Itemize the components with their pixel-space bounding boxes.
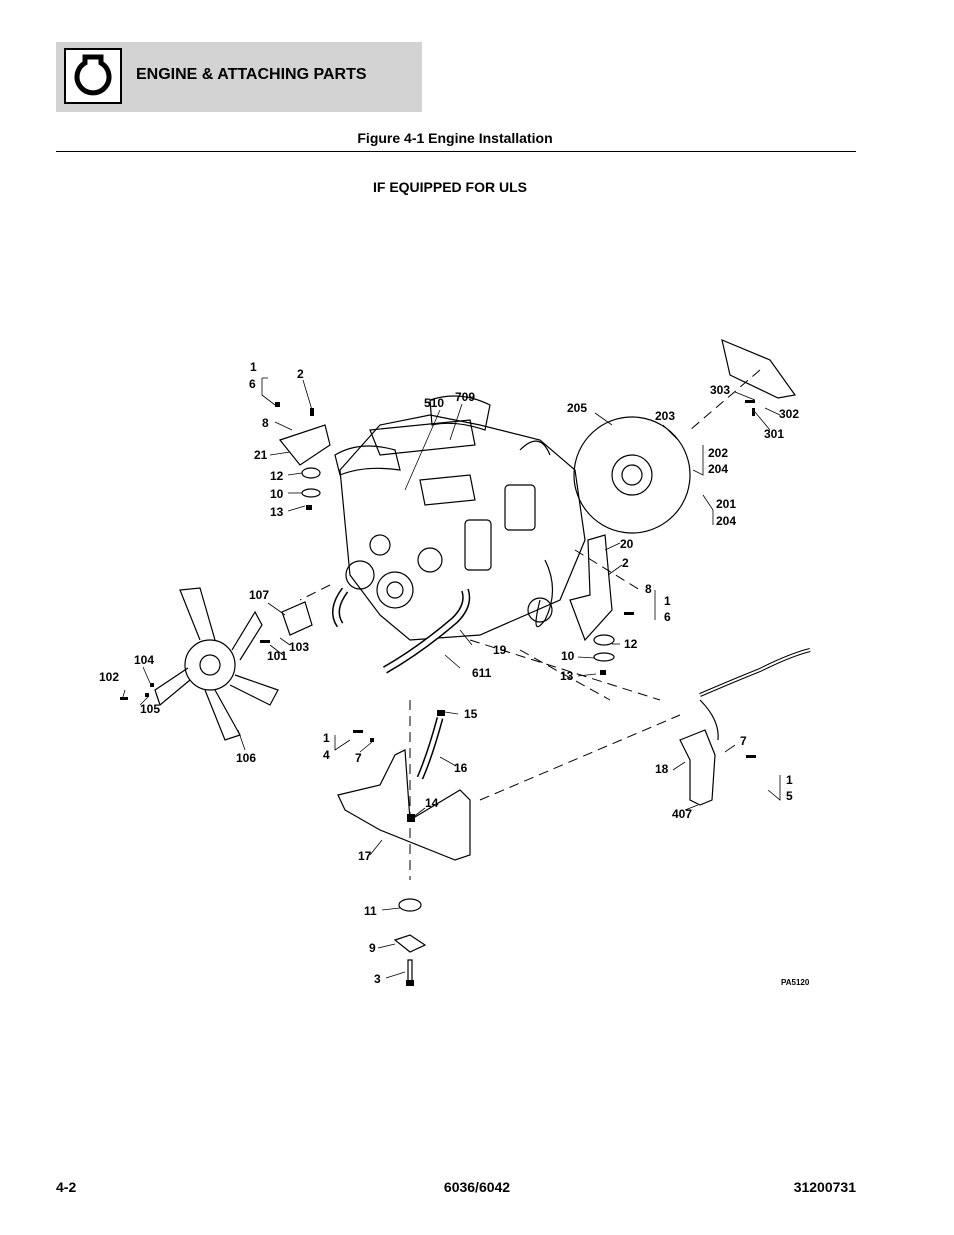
callout-106: 106: [236, 751, 256, 765]
callout-301: 301: [764, 427, 784, 441]
mount-11: [398, 898, 422, 912]
plate-9: [393, 934, 427, 953]
callout-611: 611: [472, 666, 492, 680]
callout-20: 20: [620, 537, 634, 551]
callout-104: 104: [134, 653, 154, 667]
callout-15: 15: [464, 707, 478, 721]
crossmember-17: [337, 749, 471, 861]
model-number: 6036/6042: [443, 1179, 511, 1195]
callout-13b: 13: [560, 669, 574, 683]
section-title: ENGINE & ATTACHING PARTS: [136, 66, 367, 83]
callout-6: 6: [249, 377, 256, 391]
callout-10: 10: [270, 487, 284, 501]
callout-8b: 8: [645, 582, 652, 596]
callout-2b: 2: [622, 556, 629, 570]
page-number: 4-2: [56, 1179, 77, 1195]
callout-302: 302: [779, 407, 799, 421]
callout-1b: 1: [664, 594, 671, 608]
callout-11: 11: [364, 904, 377, 918]
callout-303: 303: [710, 383, 730, 397]
callout-21: 21: [254, 448, 268, 462]
callout-16: 16: [454, 761, 468, 775]
callout-204b: 204: [716, 514, 736, 528]
upper-bracket: [721, 338, 797, 399]
left-mount-bracket: [278, 424, 331, 466]
callout-107: 107: [249, 588, 269, 602]
callout-205: 205: [567, 401, 587, 415]
callout-407: 407: [672, 807, 692, 821]
flywheel: [573, 416, 691, 534]
callout-201: 201: [716, 497, 736, 511]
callout-1: 1: [250, 360, 257, 374]
callout-12: 12: [270, 469, 284, 483]
drawing-code: PA5120: [781, 978, 810, 987]
callout-13: 13: [270, 505, 284, 519]
right-mount-bracket: [569, 534, 613, 642]
callout-7b: 7: [740, 734, 747, 748]
callout-2: 2: [297, 367, 304, 381]
fuel-filter: [679, 729, 716, 806]
callout-101: 101: [267, 649, 287, 663]
callout-18: 18: [655, 762, 669, 776]
callout-1d: 1: [786, 773, 793, 787]
fan-hub: [184, 639, 236, 691]
callout-10b: 10: [561, 649, 575, 663]
callout-202: 202: [708, 446, 728, 460]
callout-14: 14: [425, 796, 439, 810]
callout-105: 105: [140, 702, 160, 716]
callout-103: 103: [289, 640, 309, 654]
callout-5: 5: [786, 789, 793, 803]
callout-12b: 12: [624, 637, 638, 651]
callout-102: 102: [99, 670, 119, 684]
callout-3: 3: [374, 972, 381, 986]
callout-204a: 204: [708, 462, 728, 476]
callout-6b: 6: [664, 610, 671, 624]
callout-8: 8: [262, 416, 269, 430]
callout-203: 203: [655, 409, 675, 423]
header-rule: [56, 151, 856, 152]
engine-block: [339, 414, 586, 641]
figure-subtitle: IF EQUIPPED FOR ULS: [372, 179, 527, 195]
figure-title: Figure 4-1 Engine Installation: [357, 130, 553, 146]
callout-709: 709: [455, 390, 475, 404]
fan-blades: [154, 587, 279, 741]
callout-510: 510: [424, 396, 444, 410]
callout-19: 19: [493, 643, 507, 657]
callout-17: 17: [358, 849, 372, 863]
callout-4: 4: [323, 748, 330, 762]
engine-block-icon: [64, 48, 122, 104]
document-number: 31200731: [793, 1179, 856, 1195]
callout-7: 7: [355, 751, 362, 765]
callout-9: 9: [369, 941, 376, 955]
callout-1c: 1: [323, 731, 330, 745]
